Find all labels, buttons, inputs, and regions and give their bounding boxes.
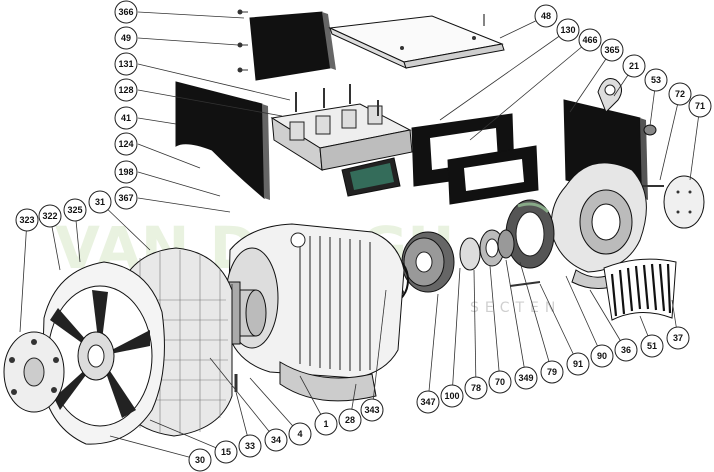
callout-28: 28 <box>338 408 362 432</box>
svg-text:323: 323 <box>19 215 34 225</box>
svg-text:347: 347 <box>420 397 435 407</box>
front-fan-and-adaptor <box>41 261 165 445</box>
exciter-stator <box>505 199 555 269</box>
callout-124: 124 <box>114 132 138 156</box>
callout-90: 90 <box>590 344 614 368</box>
callout-33: 33 <box>238 434 262 458</box>
terminal-box-assembly <box>270 84 413 197</box>
svg-text:466: 466 <box>582 35 597 45</box>
callout-100: 100 <box>440 384 464 408</box>
svg-text:128: 128 <box>118 85 133 95</box>
svg-text:37: 37 <box>673 333 683 343</box>
cover-disc-71 <box>663 175 705 229</box>
svg-text:41: 41 <box>121 113 131 123</box>
callout-365: 365 <box>600 38 624 62</box>
callout-128: 128 <box>114 78 138 102</box>
callout-198: 198 <box>114 160 138 184</box>
callout-36: 36 <box>614 338 638 362</box>
grommet-53 <box>643 124 657 136</box>
svg-text:30: 30 <box>195 455 205 465</box>
callout-bubbles: 366 49 131 128 41 124 198 367 31 325 322… <box>15 0 712 472</box>
callout-78: 78 <box>464 376 488 400</box>
callout-71: 71 <box>688 94 712 118</box>
svg-text:349: 349 <box>518 373 533 383</box>
svg-text:130: 130 <box>560 25 575 35</box>
svg-text:366: 366 <box>118 7 133 17</box>
svg-text:4: 4 <box>297 429 302 439</box>
svg-text:48: 48 <box>541 11 551 21</box>
svg-text:15: 15 <box>221 447 231 457</box>
callout-51: 51 <box>640 334 664 358</box>
svg-text:198: 198 <box>118 167 133 177</box>
svg-text:49: 49 <box>121 33 131 43</box>
callout-41: 41 <box>114 106 138 130</box>
callout-31: 31 <box>88 190 112 214</box>
air-outlet-grille <box>603 258 677 321</box>
exciter-rotor <box>401 231 455 293</box>
svg-text:53: 53 <box>651 75 661 85</box>
callout-1: 1 <box>314 412 338 436</box>
svg-text:33: 33 <box>245 441 255 451</box>
callout-366: 366 <box>114 0 138 24</box>
callout-70: 70 <box>488 370 512 394</box>
svg-text:72: 72 <box>675 89 685 99</box>
callout-347: 347 <box>416 390 440 414</box>
top-lid-plate <box>328 14 505 69</box>
callout-325: 325 <box>63 198 87 222</box>
svg-text:79: 79 <box>547 367 557 377</box>
coupling-disc <box>3 331 65 413</box>
watermark-sub-text: SECTEN <box>470 300 561 316</box>
svg-text:365: 365 <box>604 45 619 55</box>
rear-end-shield <box>550 162 647 289</box>
svg-text:71: 71 <box>695 101 705 111</box>
callout-15: 15 <box>214 440 238 464</box>
svg-text:70: 70 <box>495 377 505 387</box>
callout-72: 72 <box>668 82 692 106</box>
svg-text:78: 78 <box>471 383 481 393</box>
side-panel-cover <box>175 81 270 200</box>
leader-lines <box>19 11 701 461</box>
lifting-eye <box>597 78 622 113</box>
callout-53: 53 <box>644 68 668 92</box>
bearing-ring-set <box>459 229 515 271</box>
svg-text:100: 100 <box>444 391 459 401</box>
callout-131: 131 <box>114 52 138 76</box>
callout-130: 130 <box>556 18 580 42</box>
svg-text:131: 131 <box>118 59 133 69</box>
svg-text:90: 90 <box>597 351 607 361</box>
callout-323: 323 <box>15 208 39 232</box>
callout-21: 21 <box>622 54 646 78</box>
svg-text:31: 31 <box>95 197 105 207</box>
svg-text:51: 51 <box>647 341 657 351</box>
callout-349: 349 <box>514 366 538 390</box>
callout-34: 34 <box>264 428 288 452</box>
callout-322: 322 <box>38 204 62 228</box>
svg-text:1: 1 <box>323 419 328 429</box>
tie-rod-91 <box>509 281 541 287</box>
callout-79: 79 <box>540 360 564 384</box>
svg-text:36: 36 <box>621 345 631 355</box>
svg-text:325: 325 <box>67 205 82 215</box>
callout-343: 343 <box>360 398 384 422</box>
callout-367: 367 <box>114 186 138 210</box>
svg-text:343: 343 <box>364 405 379 415</box>
svg-text:21: 21 <box>629 61 639 71</box>
svg-text:91: 91 <box>573 359 583 369</box>
callout-48: 48 <box>534 4 558 28</box>
svg-text:124: 124 <box>118 139 133 149</box>
svg-text:28: 28 <box>345 415 355 425</box>
callout-30: 30 <box>188 448 212 472</box>
svg-text:34: 34 <box>271 435 281 445</box>
svg-text:367: 367 <box>118 193 133 203</box>
callout-49: 49 <box>114 26 138 50</box>
svg-text:322: 322 <box>42 211 57 221</box>
callout-91: 91 <box>566 352 590 376</box>
callout-37: 37 <box>666 326 690 350</box>
top-side-cover-plate <box>237 9 336 81</box>
rear-panel-frame <box>411 113 539 205</box>
callout-4: 4 <box>288 422 312 446</box>
callout-466: 466 <box>578 28 602 52</box>
